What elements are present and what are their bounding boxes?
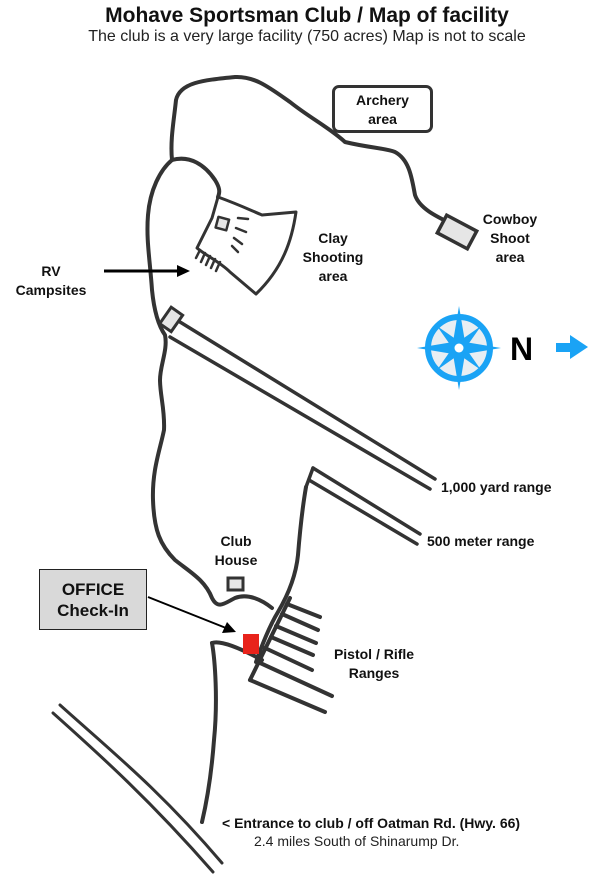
office-arrowhead-icon	[222, 622, 236, 633]
club-house-building	[226, 576, 245, 592]
gate-building	[157, 305, 185, 334]
arrow-right-icon	[556, 335, 588, 359]
entrance-directions: 2.4 miles South of Shinarump Dr.	[254, 833, 460, 849]
north-label: N	[510, 331, 534, 367]
pistol-lane	[248, 678, 327, 714]
rv-arrowhead-icon	[177, 265, 190, 277]
cowboy-shoot-building	[434, 212, 480, 252]
pistol-range-spine	[248, 596, 292, 682]
highway-line-bottom	[51, 711, 215, 874]
range-1000-label: 1,000 yard range	[441, 479, 552, 495]
entrance-label: < Entrance to club / off Oatman Rd. (Hwy…	[222, 815, 521, 831]
range-500-line-top	[311, 466, 422, 536]
road-north-loop	[169, 74, 462, 230]
clay-house	[214, 215, 231, 232]
pistol-lane	[285, 602, 322, 619]
office-marker	[243, 634, 259, 654]
office-arrow-line	[147, 596, 227, 629]
range-500-line-bottom	[307, 478, 419, 546]
pistol-lane	[269, 635, 315, 657]
archery-area-box	[332, 85, 433, 133]
range-1000-line-top	[178, 320, 437, 481]
road-west-loop	[145, 158, 274, 610]
road-entrance-spur	[200, 641, 218, 824]
road-clay-connector	[170, 156, 222, 199]
pistol-lane	[274, 624, 318, 645]
highway-line-top	[58, 703, 224, 865]
map-subtitle: The club is a very large facility (750 a…	[88, 28, 526, 45]
range-1000-line-bottom	[168, 335, 432, 491]
range-500-label: 500 meter range	[427, 533, 535, 549]
clay-shooting-field	[195, 195, 298, 296]
map-title: Mohave Sportsman Club / Map of facility	[105, 4, 509, 27]
road-office	[210, 640, 264, 662]
compass-rose-icon	[417, 306, 501, 390]
pistol-lane	[263, 646, 314, 672]
pistol-lane	[280, 612, 320, 632]
pistol-lane	[256, 660, 334, 698]
road-east	[254, 485, 308, 664]
